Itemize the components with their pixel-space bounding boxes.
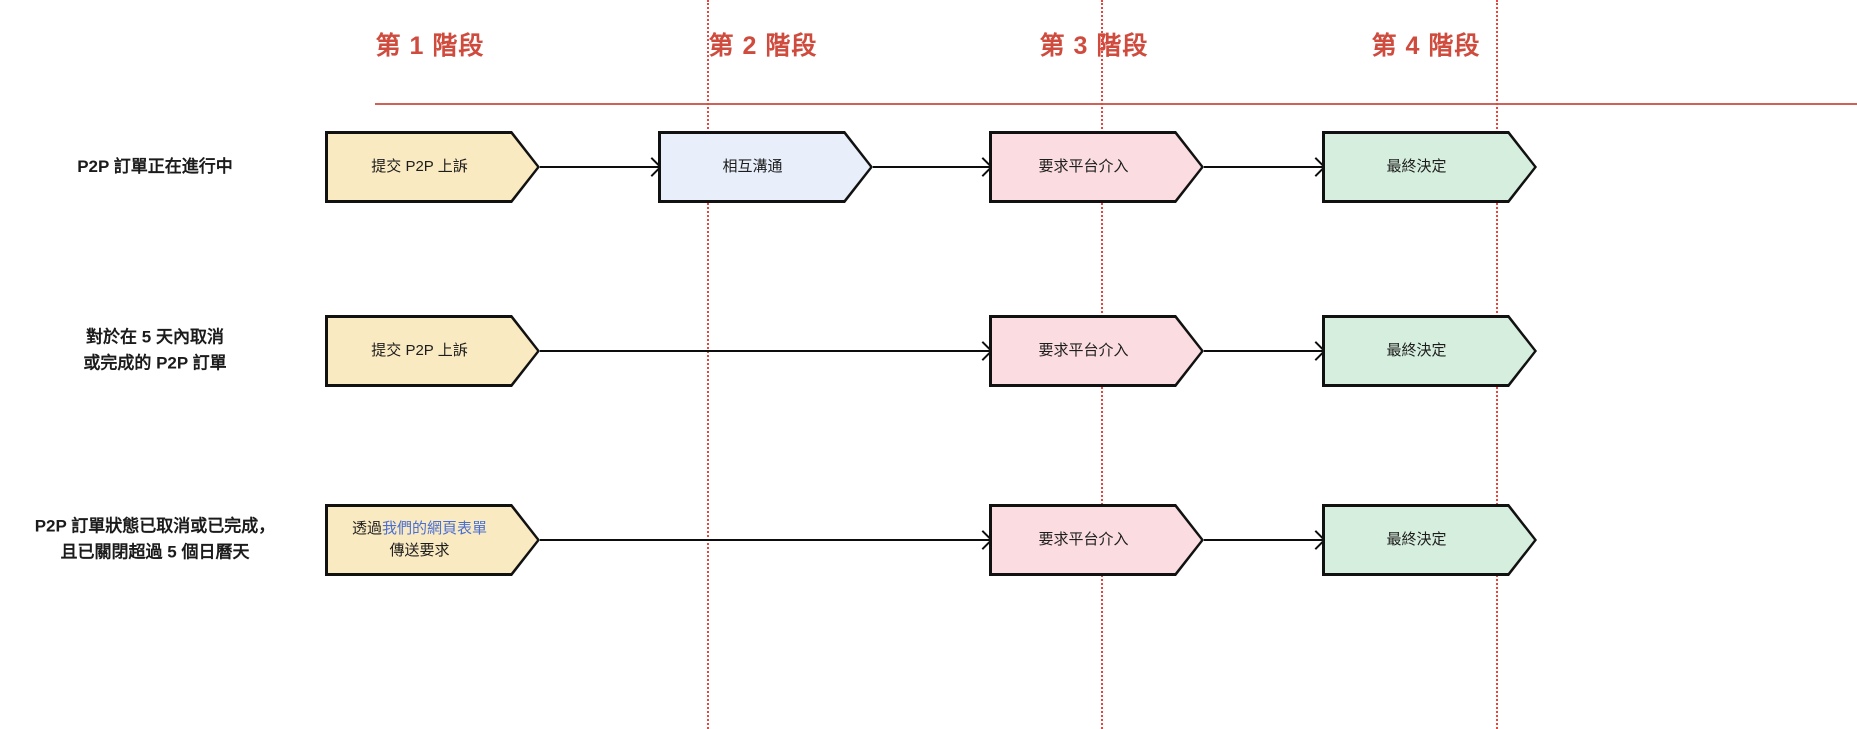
node-label: 相互溝通 (722, 157, 783, 175)
node-row1-mutual-communication[interactable]: 相互溝通 (658, 131, 873, 203)
row-label-3-line-1: P2P 訂單狀態已取消或已完成， (34, 516, 276, 536)
phase-header-4: 第 4 階段 (1371, 32, 1481, 60)
node-label: 最終決定 (1386, 530, 1447, 548)
node-label: 要求平台介入 (1038, 157, 1129, 175)
row-label-3-line-2: 且已關閉超過 5 個日曆天 (60, 543, 250, 562)
phase-header-3: 第 3 階段 (1039, 32, 1149, 60)
connector-row3-1 (540, 539, 989, 541)
node-label: 要求平台介入 (1038, 341, 1129, 359)
connector-row3-2 (1204, 539, 1322, 541)
row-label-2: 對於在 5 天內取消 或完成的 P2P 訂單 (83, 325, 226, 378)
node-label: 最終決定 (1386, 341, 1447, 359)
node-label: 提交 P2P 上訴 (371, 157, 468, 175)
connector-row1-3 (1204, 166, 1322, 168)
node-fill: 最終決定 (1325, 134, 1534, 200)
node-label-suffix: 傳送要求 (389, 542, 450, 559)
node-fill: 提交 P2P 上訴 (328, 318, 537, 384)
phase-header-2: 第 2 階段 (708, 32, 818, 60)
node-row1-final-decision[interactable]: 最終決定 (1322, 131, 1537, 203)
node-fill: 要求平台介入 (992, 318, 1201, 384)
node-row1-request-platform[interactable]: 要求平台介入 (989, 131, 1204, 203)
node-fill: 要求平台介入 (992, 507, 1201, 573)
node-row2-final-decision[interactable]: 最終決定 (1322, 315, 1537, 387)
node-row2-request-platform[interactable]: 要求平台介入 (989, 315, 1204, 387)
row-label-1: P2P 訂單正在進行中 (77, 154, 233, 180)
header-divider-rule (375, 103, 1857, 105)
node-label: 最終決定 (1386, 157, 1447, 175)
web-form-link[interactable]: 我們的網頁表單 (382, 519, 488, 537)
node-fill: 要求平台介入 (992, 134, 1201, 200)
node-row1-submit-appeal[interactable]: 提交 P2P 上訴 (325, 131, 540, 203)
row-label-2-line-2: 或完成的 P2P 訂單 (83, 354, 227, 373)
node-label-prefix: 透過 (351, 519, 382, 537)
node-row3-request-platform[interactable]: 要求平台介入 (989, 504, 1204, 576)
node-row3-final-decision[interactable]: 最終決定 (1322, 504, 1537, 576)
node-row2-submit-appeal[interactable]: 提交 P2P 上訴 (325, 315, 540, 387)
node-label: 透過我們的網頁表單傳送要求 (328, 518, 537, 563)
node-fill: 最終決定 (1325, 507, 1534, 573)
node-fill: 透過我們的網頁表單傳送要求 (328, 507, 537, 573)
connector-row1-1 (540, 166, 658, 168)
row-label-2-line-1: 對於在 5 天內取消 (86, 327, 224, 347)
node-label: 要求平台介入 (1038, 530, 1129, 548)
node-fill: 最終決定 (1325, 318, 1534, 384)
row-label-3: P2P 訂單狀態已取消或已完成， 且已關閉超過 5 個日曆天 (35, 514, 276, 567)
phase-header-1: 第 1 階段 (375, 32, 485, 60)
connector-row1-2 (873, 166, 989, 168)
phase-divider-1 (707, 0, 709, 729)
node-row3-web-form-request[interactable]: 透過我們的網頁表單傳送要求 (325, 504, 540, 576)
node-label: 提交 P2P 上訴 (371, 341, 468, 359)
connector-row2-2 (1204, 350, 1322, 352)
node-fill: 提交 P2P 上訴 (328, 134, 537, 200)
node-fill: 相互溝通 (661, 134, 870, 200)
row-label-1-line-1: P2P 訂單正在進行中 (77, 156, 233, 176)
connector-row2-1 (540, 350, 989, 352)
